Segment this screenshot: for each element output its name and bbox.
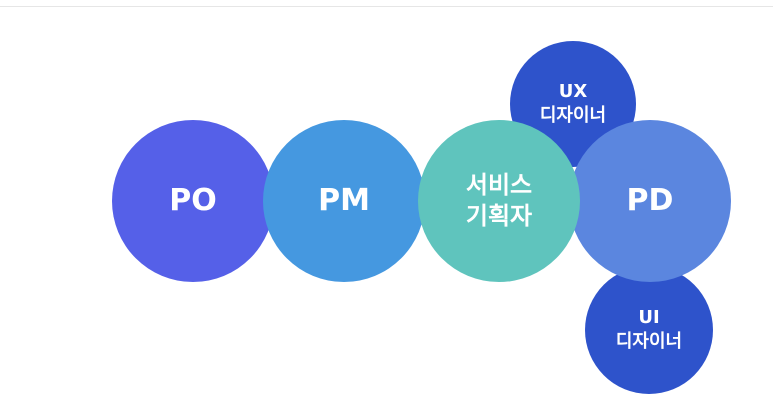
ui-designer-circle: UI 디자이너 [585,266,713,394]
service-planner-circle: 서비스 기획자 [418,120,580,282]
pm-circle: PM [263,120,425,282]
service-planner-label: 서비스 기획자 [465,170,533,230]
po-label: PO [169,183,217,219]
pm-label: PM [318,183,370,219]
top-divider [0,6,773,7]
po-circle: PO [112,120,274,282]
pd-label: PD [626,183,674,219]
ui-designer-label: UI 디자이너 [615,306,683,352]
ux-designer-label: UX 디자이너 [539,80,607,126]
pd-circle: PD [569,120,731,282]
